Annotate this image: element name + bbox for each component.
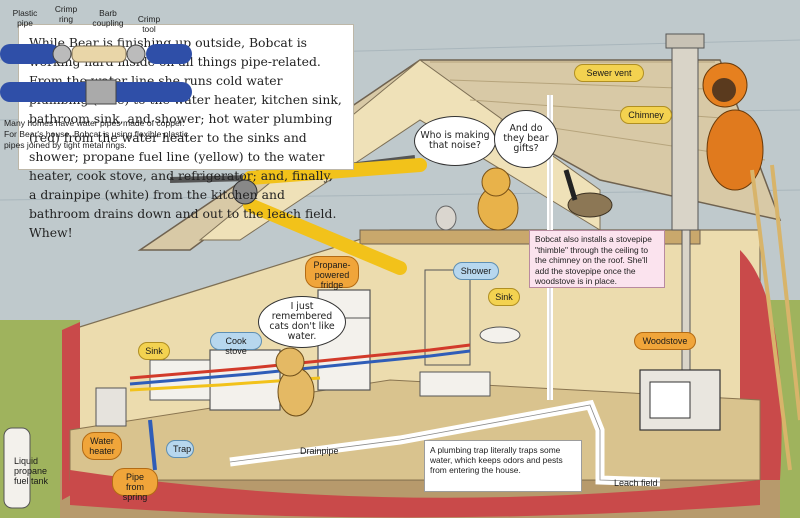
goose-figure	[563, 169, 613, 218]
inset-caption: Many homes have water pipes made of copp…	[4, 118, 189, 150]
speech-bubble-gifts: And do they bear gifts?	[494, 110, 558, 168]
water-heater-shape	[95, 387, 127, 427]
label-propane-tank: Liquid propane fuel tank	[14, 456, 49, 486]
trap-note: A plumbing trap literally traps some wat…	[424, 440, 582, 492]
ladder	[750, 164, 800, 471]
callout-woodstove: Woodstove	[634, 332, 696, 350]
label-barb-coupling: Barb coupling	[92, 8, 124, 28]
cold-water-line	[129, 349, 471, 386]
callout-water-heater: Water heater	[82, 432, 122, 460]
speech-bubble-who: Who is making that noise?	[414, 116, 496, 166]
label-plastic-pipe: Plastic pipe	[12, 8, 38, 28]
callout-shower: Shower	[453, 262, 499, 280]
callout-propane-fridge: Propane-powered fridge	[305, 256, 359, 290]
callout-trap: Trap	[166, 440, 194, 458]
callout-sewer-vent: Sewer vent	[574, 64, 644, 82]
cat-and-squirrel-figures	[435, 167, 519, 231]
pipe-parts-drawing	[0, 44, 192, 105]
bobcat-figure	[275, 347, 315, 417]
bear-figure	[702, 62, 764, 191]
crimp-tool-illustration	[169, 155, 427, 275]
label-crimp-tool: Crimp tool	[137, 14, 161, 34]
shower-shape	[424, 269, 471, 366]
label-crimp-ring: Crimp ring	[54, 4, 78, 24]
label-drainpipe: Drainpipe	[300, 446, 339, 456]
hot-water-line	[129, 343, 471, 380]
label-leach-field: Leach field	[614, 478, 658, 488]
cook-stove-shape	[209, 349, 281, 411]
callout-cook-stove: Cook stove	[210, 332, 262, 356]
speech-bubble-cats: I just remembered cats don't like water.	[258, 296, 346, 348]
callout-sink-bath: Sink	[488, 288, 520, 306]
callout-pipe-from-spring: Pipe from spring	[112, 468, 158, 502]
pipe-inset-box: Plastic pipe Crimp ring Barb coupling Cr…	[0, 0, 194, 150]
chimney-pipe	[671, 39, 699, 231]
callout-sink-kitchen: Sink	[138, 342, 170, 360]
stovepipe-note: Bobcat also installs a stovepipe "thimbl…	[529, 230, 665, 288]
propane-tank-shape	[3, 427, 31, 509]
callout-chimney: Chimney	[620, 106, 672, 124]
